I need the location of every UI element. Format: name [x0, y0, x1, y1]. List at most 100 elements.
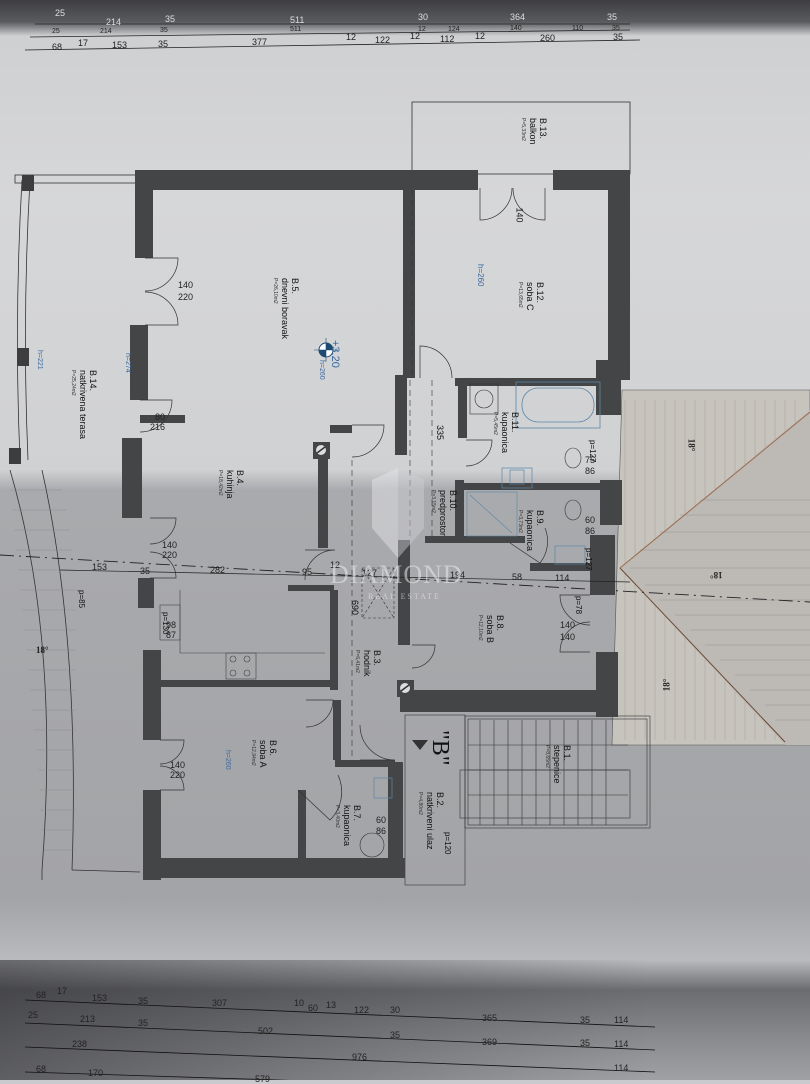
- dashed-guides: [351, 190, 433, 760]
- room-label-b12: B.12. soba C P=13,65m2: [515, 282, 545, 311]
- dim: 60: [308, 1003, 319, 1013]
- dim: 369: [482, 1037, 498, 1047]
- balcony-outline: [411, 101, 631, 175]
- interior-dim: 194: [450, 570, 466, 580]
- dim: 68: [36, 990, 47, 1000]
- dim: 35: [580, 1038, 591, 1048]
- roof-slope: 18°: [686, 438, 697, 452]
- elevation-label: +3.20: [329, 340, 341, 368]
- dim: 35: [612, 25, 620, 32]
- opening-dim: 86: [376, 826, 387, 836]
- dim: 35: [138, 1018, 149, 1028]
- room-label-b1: B.1. stepenice P=8,65m2: [542, 745, 572, 784]
- dim: 35: [165, 14, 176, 24]
- dim: 25: [55, 8, 66, 18]
- dim: 68: [36, 1064, 47, 1074]
- shower-icon: [466, 491, 518, 537]
- dim: 976: [352, 1052, 368, 1062]
- axis-line: [0, 554, 810, 603]
- dim: 511: [290, 15, 305, 25]
- height-label-terrace: h=221: [36, 350, 43, 370]
- opening-dim: 75: [585, 455, 596, 465]
- opening-dim: 140: [170, 760, 186, 770]
- room-name: balkon: [528, 118, 538, 145]
- room-area: P=4,80m2: [417, 792, 423, 815]
- room-id: B.13.: [538, 118, 548, 140]
- room-label-b8: B.8. soba B P=12,10m2: [475, 615, 505, 643]
- interior-dim: 153: [92, 562, 108, 572]
- room-label-b5: B.5. dnevni boravak P=26,10m2: [270, 278, 300, 339]
- dim: 213: [80, 1014, 96, 1024]
- sink-icon: [373, 467, 586, 799]
- dim: 377: [252, 37, 268, 47]
- room-label-b10: B.10. predprostor P=3,15m2: [428, 490, 458, 536]
- room-id: B.10.: [448, 490, 458, 512]
- dim: 214: [100, 28, 112, 35]
- interior-dim: 95: [302, 567, 313, 577]
- interior-dim: 35: [140, 566, 151, 576]
- stairs: [459, 715, 651, 829]
- dim: 35: [160, 27, 168, 34]
- room-id: B.3.: [372, 650, 382, 667]
- dim: 114: [614, 1063, 629, 1073]
- dim: 579: [255, 1074, 271, 1084]
- washing-machine-icon: [469, 383, 499, 415]
- dim: 13: [326, 1000, 337, 1010]
- chimney-icons: [313, 442, 414, 697]
- dim: 238: [72, 1039, 88, 1049]
- dim: 114: [614, 1015, 629, 1025]
- door-swings: [139, 187, 591, 821]
- room-name: hodnik: [362, 650, 372, 677]
- terrace-outline: [9, 174, 141, 880]
- dim: 35: [138, 996, 149, 1006]
- dim: 68: [52, 42, 63, 52]
- unit-label: "B": [427, 730, 453, 766]
- roof-slope: 18°: [661, 678, 672, 692]
- room-area: P=12,94m2: [250, 740, 256, 766]
- opening-dim: 140: [162, 540, 178, 550]
- room-area: P=5,33m2: [520, 118, 526, 141]
- room-area: P=25,24m2: [70, 370, 76, 396]
- entrance-outline: [404, 714, 466, 886]
- opening-dim: 140: [178, 280, 194, 290]
- room-id: B.7.: [352, 805, 362, 822]
- dim: 30: [390, 1005, 401, 1015]
- dim: 122: [375, 35, 391, 45]
- dim: 12: [418, 26, 426, 33]
- dim: 153: [92, 993, 108, 1003]
- height-label-terrace-inner: h=274: [124, 353, 131, 373]
- dim: 124: [448, 26, 460, 33]
- closet-outline: [361, 567, 395, 619]
- height-label-b12: h=260: [476, 264, 485, 287]
- room-id: B.4.: [235, 470, 245, 487]
- roof-slope: 18°: [710, 570, 723, 580]
- watermark-subtitle: REAL ESTATE: [368, 592, 441, 601]
- room-label-b2: B.2. natkriveni ulaz P=4,80m2: [415, 792, 445, 850]
- room-id: B.5.: [290, 278, 300, 295]
- room-name: stepenice: [552, 745, 562, 784]
- room-area: P=12,10m2: [477, 615, 483, 641]
- elevation-marker-icon: [314, 338, 338, 362]
- dim: 170: [88, 1068, 104, 1078]
- opening-dim: 220: [162, 550, 178, 560]
- toilet-icon: [359, 447, 582, 858]
- interior-dimension-line: [59, 569, 631, 583]
- room-area: P=8,65m2: [544, 745, 550, 768]
- opening-dim: 86: [585, 466, 596, 476]
- opening-dim: 98: [166, 620, 177, 630]
- opening-dim: 140: [560, 632, 576, 642]
- opening-dim: 60: [376, 815, 387, 825]
- room-id: B.14.: [88, 370, 98, 392]
- dim: 364: [510, 12, 526, 22]
- dim: 12: [475, 31, 486, 41]
- dim: 114: [614, 1039, 629, 1049]
- height-label-b6: h=260: [224, 750, 231, 770]
- room-id: B.6.: [268, 740, 278, 757]
- dim: 153: [112, 40, 128, 50]
- bottom-dimension-lines: [24, 999, 656, 1080]
- dim: 30: [418, 12, 429, 22]
- kitchen-counter: [159, 590, 325, 680]
- interior-dim: 58: [512, 572, 523, 582]
- parapet: p=130: [161, 612, 170, 635]
